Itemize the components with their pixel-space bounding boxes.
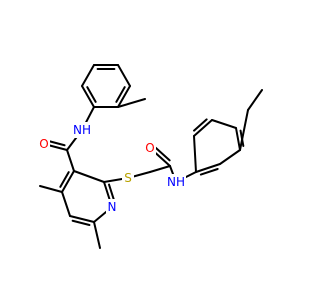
atom-nh-acetamide: NH — [167, 175, 185, 189]
bond — [211, 119, 237, 129]
atom-o-acetamide-background — [144, 140, 156, 156]
atom-s: S — [124, 171, 132, 185]
bond — [81, 85, 95, 108]
bond — [71, 219, 91, 226]
bond — [86, 86, 97, 103]
atom-nh-acetamide-background — [166, 174, 186, 190]
bond-lines-main — [39, 64, 263, 249]
bond — [47, 140, 66, 147]
atom-o-amide: O — [39, 137, 48, 151]
bond — [247, 89, 263, 111]
bond — [61, 191, 71, 217]
atom-nh-amide: NH — [73, 123, 91, 137]
atom-n-pyridine: N — [108, 200, 117, 214]
atom-labels: NH O S N O NH — [38, 122, 186, 215]
bond — [61, 170, 75, 193]
bond — [154, 146, 171, 162]
bond — [235, 127, 241, 151]
atom-n-pyridine-background — [106, 199, 118, 215]
atom-o-acetamide: O — [145, 141, 154, 155]
bond — [149, 165, 171, 173]
bond — [195, 163, 221, 173]
bond — [239, 109, 249, 151]
bond — [193, 119, 213, 137]
bond — [117, 64, 131, 87]
bond — [199, 167, 219, 176]
bond — [193, 118, 208, 132]
bond — [115, 86, 126, 103]
bond — [69, 215, 95, 223]
molecule-canvas: NH O S N O NH — [38, 64, 263, 249]
bond — [66, 149, 75, 172]
bond — [219, 149, 241, 165]
bond — [117, 85, 131, 108]
atom-nh-amide-background — [72, 122, 92, 138]
bond — [93, 221, 101, 249]
atom-s-background — [122, 170, 134, 186]
bond — [73, 170, 105, 183]
bond — [117, 98, 146, 108]
atom-o-amide-background — [38, 136, 50, 152]
molecule-structure: NH O S N O NH — [38, 64, 263, 249]
bond — [39, 185, 63, 193]
bond — [59, 171, 70, 188]
bond — [193, 135, 197, 173]
bond — [81, 64, 95, 87]
